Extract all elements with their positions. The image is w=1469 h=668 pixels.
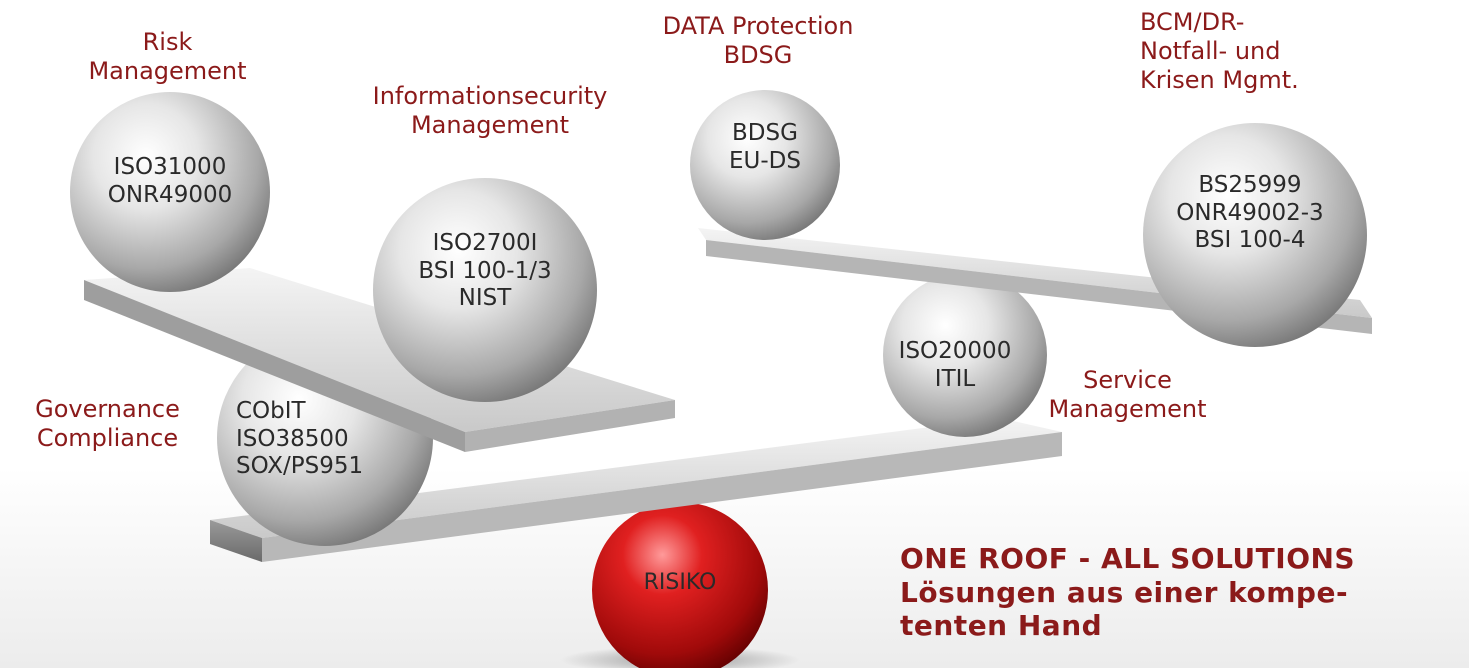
standards-data-protection: BDSG EU-DS: [729, 120, 801, 174]
slogan-line-3: tenten Hand: [900, 609, 1103, 643]
center-label: RISIKO: [643, 570, 717, 595]
slogan-line-2: Lösungen aus einer kompe-: [900, 575, 1349, 609]
standards-service: ISO20000 ITIL: [898, 338, 1012, 392]
standards-risk: ISO31000 ONR49000: [107, 154, 233, 208]
lower-plank-edge: [210, 520, 262, 562]
bcm-sphere: [1143, 123, 1367, 347]
dataprotection-sphere: [690, 90, 840, 240]
label-data-protection: DATA Protection BDSG: [662, 12, 854, 69]
lower-plank-front: [262, 432, 1062, 562]
slogan: ONE ROOF - ALL SOLUTIONS Lösungen aus ei…: [900, 542, 1469, 643]
infosec-sphere: [373, 178, 597, 402]
left-plank-side: [84, 280, 465, 452]
label-risk-management: Risk Management: [88, 28, 247, 85]
standards-governance: CObIT ISO38500 SOX/PS951: [236, 398, 364, 480]
slogan-line-1: ONE ROOF - ALL SOLUTIONS: [900, 542, 1356, 575]
standards-infosec: ISO2700I BSI 100-1/3 NIST: [418, 230, 552, 312]
label-infosec-management: Informationsecurity Management: [372, 82, 608, 139]
center-sphere: [592, 502, 768, 668]
label-governance-compliance: Governance Compliance: [35, 395, 180, 452]
risk-sphere: [70, 92, 270, 292]
label-service-management: Service Management: [1048, 366, 1207, 423]
service-sphere: [883, 273, 1047, 437]
label-bcm: BCM/DR- Notfall- und Krisen Mgmt.: [1140, 8, 1299, 94]
left-plank-front: [465, 400, 675, 452]
lower-plank-top: [210, 418, 1062, 538]
standards-bcm: BS25999 ONR49002-3 BSI 100-4: [1176, 172, 1324, 254]
